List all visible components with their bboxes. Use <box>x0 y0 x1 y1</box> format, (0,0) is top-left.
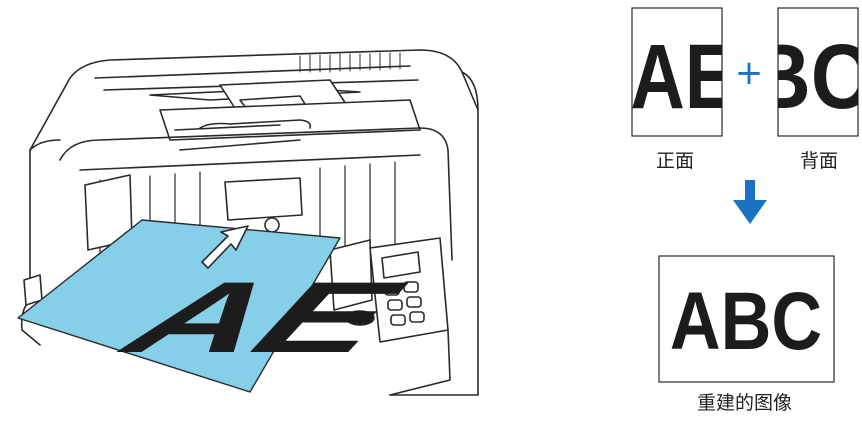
blue-paper-sheet <box>17 219 341 393</box>
label-result: 重建的图像 <box>697 392 793 414</box>
arrow-down-icon <box>733 180 767 224</box>
double-arrow-insert-icon <box>201 225 249 269</box>
front-page-text: AE <box>630 25 735 128</box>
label-back: 背面 <box>800 150 839 172</box>
result-page: ABC <box>658 255 835 383</box>
result-page-text: ABC <box>670 276 822 367</box>
back-page-text: BC <box>751 25 862 128</box>
document-scanner <box>20 49 479 396</box>
plus-icon: + <box>735 53 764 93</box>
label-front: 正面 <box>656 150 695 172</box>
front-page: AE <box>630 7 735 137</box>
back-page: BC <box>751 7 862 137</box>
